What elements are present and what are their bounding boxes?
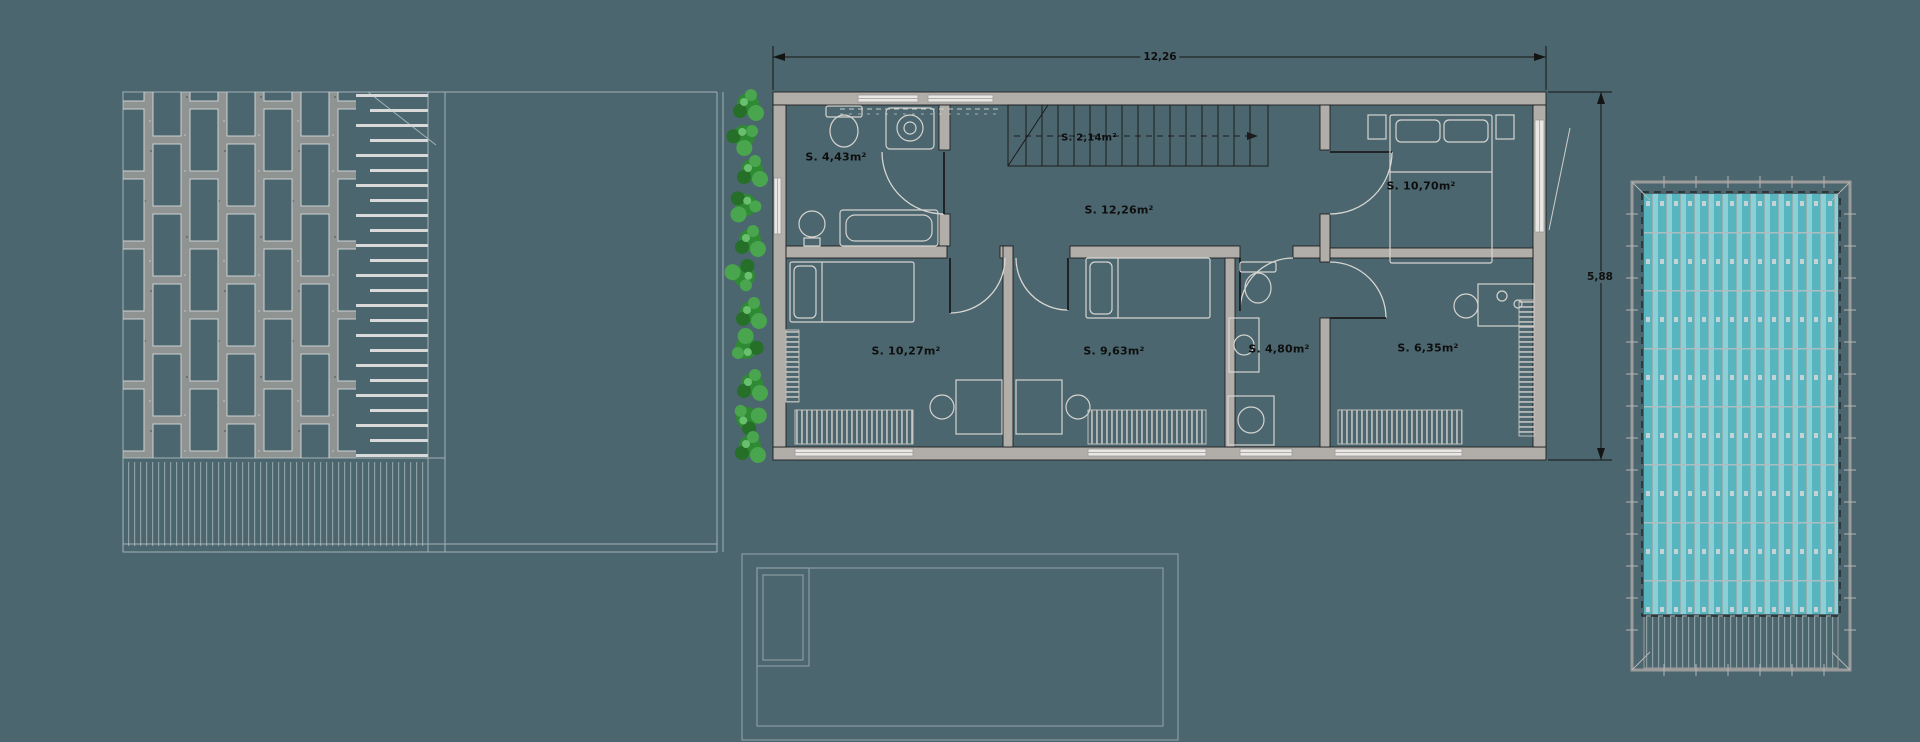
radiator-left-wall <box>785 329 800 403</box>
vanity-fixture <box>1228 317 1260 373</box>
room-label-staircase: S. 2,14m² <box>1061 132 1117 144</box>
chair-sw <box>929 394 955 420</box>
wardrobe-s <box>1087 409 1207 445</box>
fixtures <box>789 105 1535 446</box>
pool-dashed-outline <box>1641 191 1841 617</box>
room-label-bedroom-s: S. 9,63m² <box>1083 344 1145 358</box>
bathtub-fixture <box>839 209 939 247</box>
room-label-hall: S. 12,26m² <box>1084 203 1154 217</box>
door-arc-bedroom-ne <box>1329 151 1393 215</box>
door-arc-room-se <box>1329 261 1387 319</box>
sink-fixture <box>798 210 826 247</box>
windows <box>773 94 1571 457</box>
room-label-bathroom-small: S. 4,80m² <box>1248 342 1310 356</box>
room-label-bathroom-top: S. 4,43m² <box>805 150 867 164</box>
wood-deck <box>356 92 428 458</box>
wardrobe-sw <box>794 409 914 445</box>
room-label-room-se: S. 6,35m² <box>1397 341 1459 355</box>
radiator-right-wall <box>1518 299 1535 437</box>
pool <box>1626 176 1856 676</box>
wardrobe-se <box>1337 409 1463 445</box>
door-arc-bathroom-small <box>1239 257 1294 312</box>
toilet-fixture <box>825 105 863 148</box>
bed-ne <box>1367 114 1515 264</box>
desk-s <box>1015 379 1063 435</box>
washing-machine-fixture <box>885 107 935 150</box>
pool-water <box>1644 194 1838 614</box>
pool-frame-ticks <box>1626 176 1856 676</box>
staircase <box>1007 104 1269 167</box>
room-label-bedroom-ne: S. 10,70m² <box>1386 179 1456 193</box>
door-arc-bedroom-sw <box>949 257 1006 314</box>
chair-se <box>1453 293 1479 319</box>
bed-s <box>1085 257 1211 319</box>
wall-left <box>772 104 787 448</box>
chair-s <box>1065 394 1091 420</box>
doors <box>881 151 1393 319</box>
desk-sw <box>955 379 1003 435</box>
window-sill-dashes <box>840 108 1571 231</box>
open-leaf-line <box>1548 127 1571 231</box>
shower-fixture <box>1227 395 1275 446</box>
hedge <box>721 89 770 463</box>
paver-terrace <box>122 91 724 553</box>
pool-step-deck <box>1643 615 1839 669</box>
walls <box>772 91 1547 461</box>
pool-frame <box>1630 180 1852 672</box>
dimension-label-right: 5,88 <box>1584 271 1616 283</box>
stair-direction-arrow <box>1247 132 1258 140</box>
bed-sw <box>789 261 915 323</box>
room-label-bedroom-sw: S. 10,27m² <box>871 344 941 358</box>
radiators <box>785 299 1535 445</box>
toilet-fixture-2 <box>1239 261 1277 304</box>
dimension-label-top: 12,26 <box>1140 51 1180 63</box>
door-arc-bedroom-s <box>1015 257 1069 311</box>
patio-outline <box>741 553 1179 741</box>
deck-edge-band <box>123 462 428 546</box>
terrace-boundary-lines <box>122 91 724 553</box>
door-arc-bathroom-top <box>881 151 945 215</box>
